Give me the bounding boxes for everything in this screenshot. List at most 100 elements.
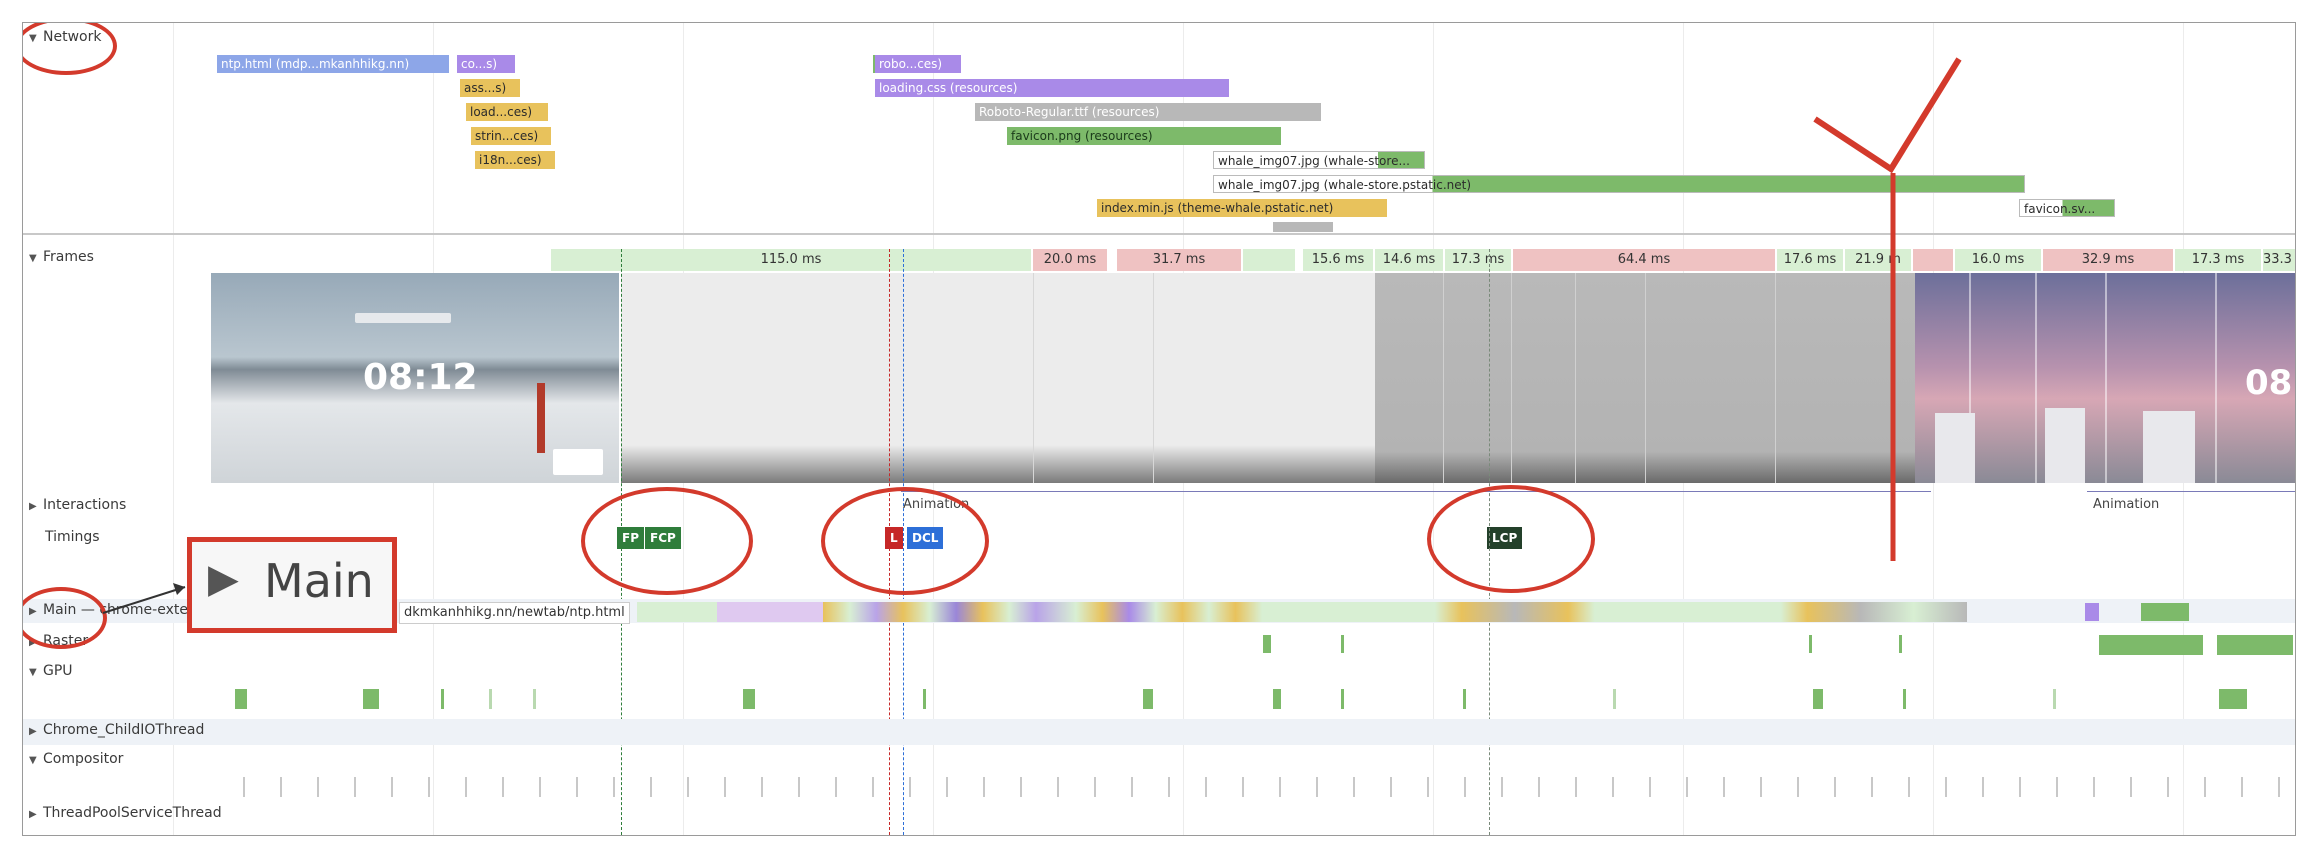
network-request-css[interactable]: robo...ces) [875, 55, 961, 73]
timings-track-header[interactable]: Timings [45, 529, 100, 545]
gpu-track-header[interactable]: ▼GPU [29, 663, 73, 679]
childio-track-row[interactable] [23, 719, 2295, 745]
network-request-font[interactable]: Roboto-Regular.ttf (resources) [975, 103, 1321, 121]
raster-task[interactable] [2217, 635, 2293, 655]
clock-text: 08:12 [363, 357, 478, 398]
annotation-overlay [102, 57, 1962, 614]
main-callout-box: ▶ Main [187, 537, 397, 633]
network-request-image[interactable]: whale_img07.jpg (whale-store.pstatic.net… [1213, 175, 2025, 193]
raster-task[interactable] [1341, 635, 1344, 653]
expand-right-icon: ▶ [29, 501, 37, 512]
animation-label: Animation [2093, 497, 2160, 512]
network-request-tiny[interactable] [873, 55, 876, 73]
network-request-clipped [1273, 222, 1333, 232]
annotation-circle-dcl [821, 487, 989, 595]
frame-duration[interactable]: 14.6 ms [1375, 249, 1443, 271]
gpu-task[interactable] [489, 689, 492, 709]
raster-task[interactable] [2099, 635, 2203, 655]
gpu-task[interactable] [235, 689, 247, 709]
play-icon: ▶ [208, 556, 239, 602]
gpu-task[interactable] [441, 689, 444, 709]
main-thread-activity[interactable] [637, 602, 1967, 622]
frame-duration[interactable]: 115.0 ms [551, 249, 1031, 271]
bridge-tower [537, 383, 545, 453]
building-thumb [1935, 413, 1975, 483]
filmstrip-loaded-frames[interactable]: 08 [1915, 273, 2295, 483]
annotation-circle-fcp [581, 487, 753, 595]
gpu-task[interactable] [1613, 689, 1616, 709]
network-request-ntp-html[interactable]: ntp.html (mdp...mkanhhikg.nn) [217, 55, 449, 73]
compositor-tasks[interactable] [243, 777, 2283, 797]
filmstrip-gray-frames[interactable] [1375, 273, 1915, 483]
expand-down-icon: ▼ [29, 667, 37, 678]
raster-task[interactable] [1899, 635, 1902, 653]
network-request-index-js[interactable]: index.min.js (theme-whale.pstatic.net) [1097, 199, 1387, 217]
gpu-task[interactable] [2219, 689, 2247, 709]
gpu-task[interactable] [533, 689, 536, 709]
network-request-js[interactable]: ass...s) [460, 79, 520, 97]
network-request-css[interactable]: co...s) [457, 55, 515, 73]
track-divider[interactable] [23, 233, 2295, 235]
main-thread-url: dkmkanhhikg.nn/newtab/ntp.html [399, 602, 630, 624]
main-task[interactable] [2141, 603, 2189, 621]
gpu-task[interactable] [363, 689, 379, 709]
gpu-task[interactable] [1341, 689, 1344, 709]
annotation-checkmark [1813, 57, 1962, 174]
gpu-task[interactable] [1813, 689, 1823, 709]
search-bar-thumb [355, 313, 451, 323]
animation-range[interactable] [901, 491, 1931, 492]
network-request-js[interactable]: load...ces) [466, 103, 548, 121]
network-request-js[interactable]: i18n...ces) [475, 151, 555, 169]
raster-task[interactable] [1809, 635, 1812, 653]
network-request-favicon-svg[interactable]: favicon.sv... [2019, 199, 2115, 217]
frame-duration[interactable]: 15.6 ms [1303, 249, 1373, 271]
frame-duration[interactable]: 33.3 [2263, 249, 2295, 271]
compositor-track-header[interactable]: ▼Compositor [29, 751, 124, 767]
main-task[interactable] [2085, 603, 2099, 621]
gpu-task[interactable] [923, 689, 926, 709]
gpu-task[interactable] [1903, 689, 1906, 709]
frame-duration[interactable]: 17.6 ms [1777, 249, 1843, 271]
expand-down-icon: ▼ [29, 755, 37, 766]
performance-panel: ▼Network ntp.html (mdp...mkanhhikg.nn) c… [22, 22, 2296, 836]
building-thumb [2143, 411, 2195, 483]
frame-duration[interactable]: 17.3 ms [1445, 249, 1511, 271]
frame-duration[interactable] [1913, 249, 1953, 271]
frames-track-header[interactable]: ▼Frames [29, 249, 94, 265]
network-request-favicon-png[interactable]: favicon.png (resources) [1007, 127, 1281, 145]
animation-range[interactable] [2087, 491, 2295, 492]
annotation-circle-main [23, 587, 107, 649]
gpu-task[interactable] [743, 689, 755, 709]
network-request-image[interactable]: whale_img07.jpg (whale-store... [1213, 151, 1425, 169]
frame-duration[interactable]: 64.4 ms [1513, 249, 1775, 271]
gpu-task[interactable] [1273, 689, 1281, 709]
frame-duration[interactable]: 32.9 ms [2043, 249, 2173, 271]
network-request-js[interactable]: strin...ces) [471, 127, 551, 145]
filmstrip-screenshot[interactable]: 08:12 [211, 273, 619, 483]
filmstrip-blank-frames[interactable] [621, 273, 1375, 483]
expand-down-icon: ▼ [29, 253, 37, 264]
annotation-circle-lcp [1427, 485, 1595, 593]
frame-duration[interactable]: 20.0 ms [1033, 249, 1107, 271]
grid-line [173, 23, 174, 835]
expand-right-icon: ▶ [29, 809, 37, 820]
gpu-task[interactable] [1463, 689, 1466, 709]
widget-thumb [553, 449, 603, 475]
raster-task[interactable] [1263, 635, 1271, 653]
interactions-track-header[interactable]: ▶Interactions [29, 497, 127, 513]
childio-track-header[interactable]: ▶Chrome_ChildIOThread [29, 722, 205, 738]
callout-arrow [102, 586, 186, 614]
clock-text-partial: 08 [2245, 363, 2293, 403]
network-request-loading-css[interactable]: loading.css (resources) [875, 79, 1229, 97]
frame-duration[interactable]: 31.7 ms [1117, 249, 1241, 271]
frame-duration[interactable]: 16.0 ms [1955, 249, 2041, 271]
frame-duration[interactable]: 17.3 ms [2175, 249, 2261, 271]
frame-duration[interactable] [1243, 249, 1295, 271]
gpu-task[interactable] [1143, 689, 1153, 709]
callout-arrowhead [173, 583, 185, 595]
gpu-task[interactable] [2053, 689, 2056, 709]
building-thumb [2045, 408, 2085, 483]
threadpool-track-header[interactable]: ▶ThreadPoolServiceThread [29, 805, 222, 821]
annotation-circle-network [23, 23, 117, 75]
expand-right-icon: ▶ [29, 726, 37, 737]
